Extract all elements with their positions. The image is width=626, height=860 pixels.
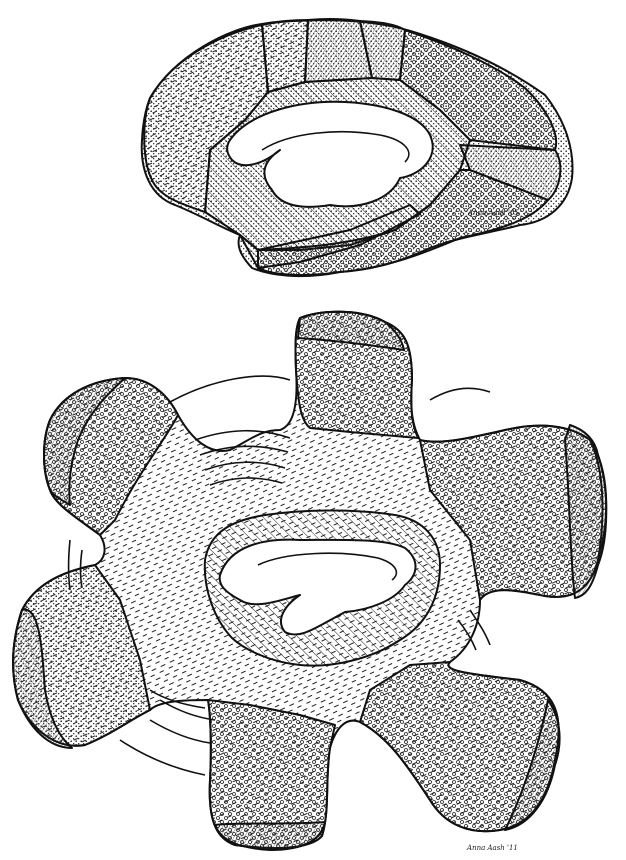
flattened-cortex-view [13, 312, 606, 850]
bottom-signature: Anna Aash '11 [466, 844, 518, 852]
top-signature: Anna Aash '05 [467, 209, 519, 217]
superior-frontal-region [262, 20, 308, 92]
medial-brain-view [142, 19, 573, 276]
lower-petal-tip [215, 822, 325, 850]
